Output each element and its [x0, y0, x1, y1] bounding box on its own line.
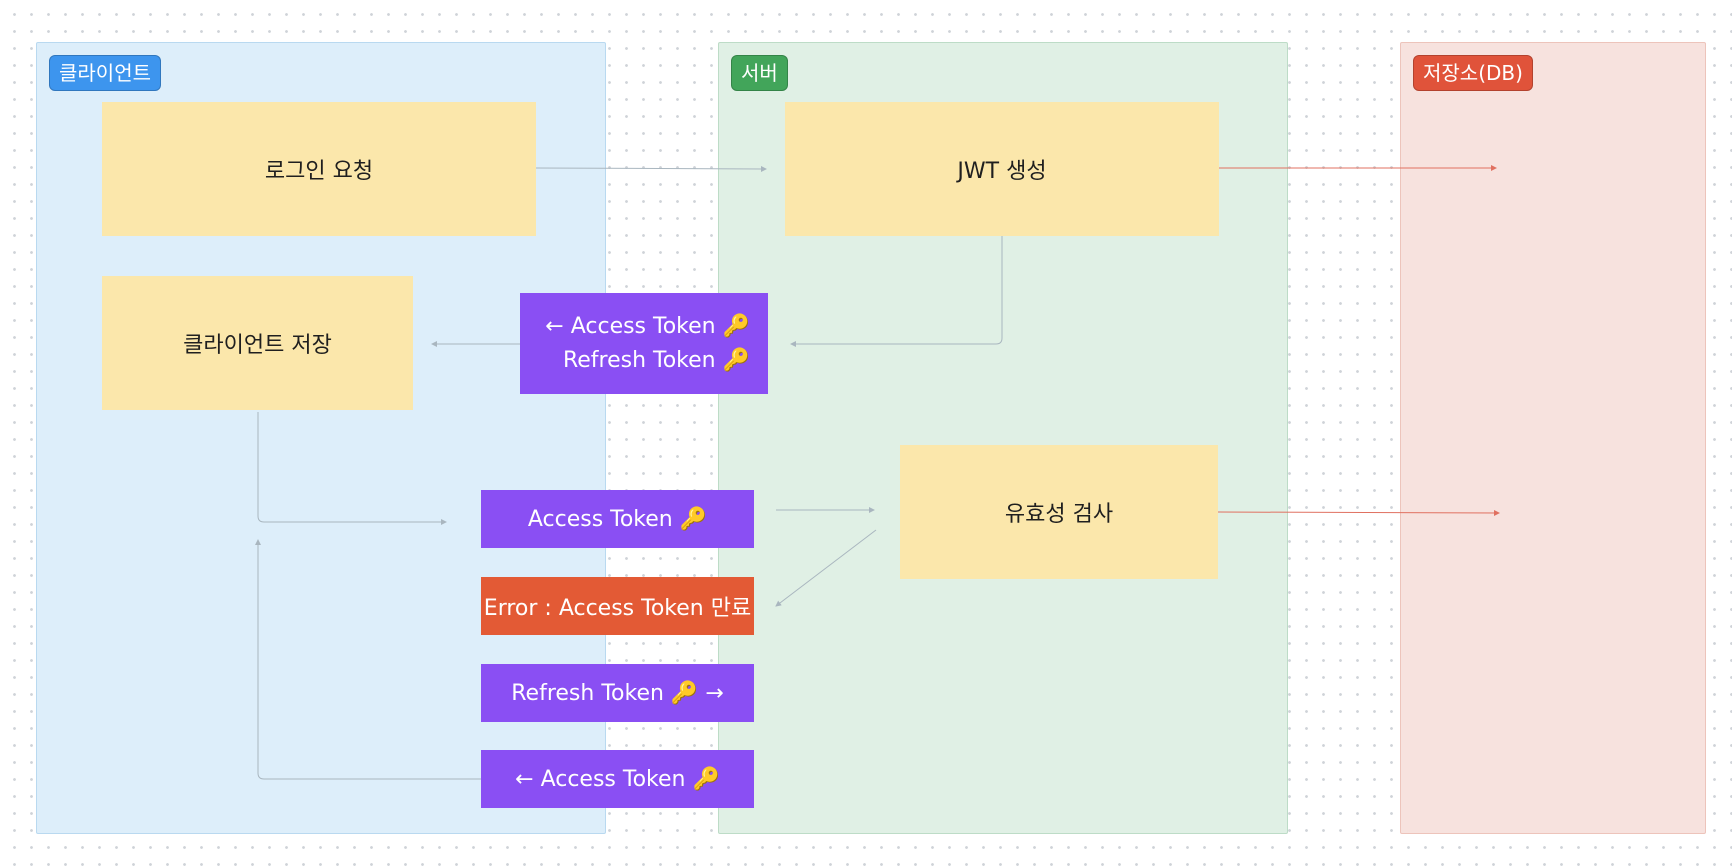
- validation-note[interactable]: 유효성 검사: [900, 445, 1218, 579]
- db-lane: 저장소(DB): [1400, 42, 1706, 834]
- issue-refresh-token-text: Refresh Token 🔑: [562, 347, 750, 373]
- issue-access-token-text: ← Access Token 🔑: [545, 313, 750, 339]
- server-lane-label[interactable]: 서버: [731, 55, 788, 91]
- access-token-card[interactable]: Access Token 🔑: [481, 490, 754, 548]
- reissued-access-token-card[interactable]: ← Access Token 🔑: [481, 750, 754, 808]
- login-request-note[interactable]: 로그인 요청: [102, 102, 536, 236]
- client-lane-label[interactable]: 클라이언트: [49, 55, 161, 91]
- refresh-token-card[interactable]: Refresh Token 🔑 →: [481, 664, 754, 722]
- client-store-note[interactable]: 클라이언트 저장: [102, 276, 413, 410]
- db-lane-label[interactable]: 저장소(DB): [1413, 55, 1533, 91]
- jwt-generate-note[interactable]: JWT 생성: [785, 102, 1219, 236]
- error-expired-card[interactable]: Error : Access Token 만료: [481, 577, 754, 635]
- token-issue-card[interactable]: ← Access Token 🔑 Refresh Token 🔑: [520, 293, 768, 394]
